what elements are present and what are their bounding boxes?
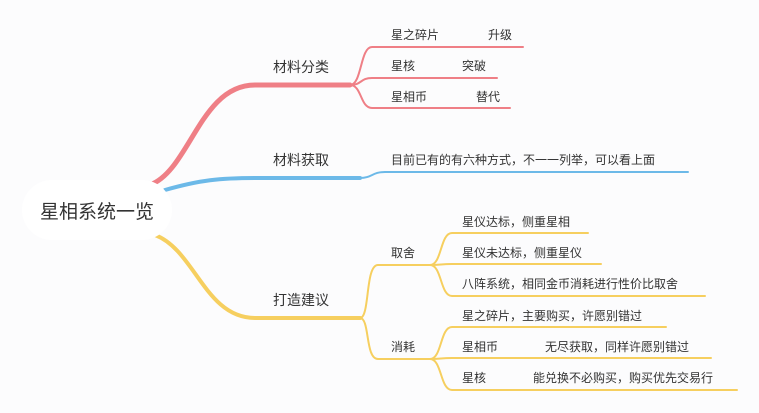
topic-tradeoff-item[interactable]: 八阵系统，相同金币消耗进行性价比取舍 [462,277,679,291]
topic-consume[interactable]: 消耗 [391,340,416,354]
build-branch-lines [153,232,738,391]
topic-consume-item[interactable]: 星之碎片，主要购买，许愿别错过 [462,309,643,323]
root-topic[interactable]: 星相系统一览 [22,180,172,240]
topic-build[interactable]: 打造建议 [273,293,329,309]
topic-consume-item[interactable]: 星核 [462,371,487,385]
topic-materials[interactable]: 材料分类 [273,60,329,76]
topic-material-name[interactable]: 星核 [391,59,416,73]
acquire-branch-lines [163,171,689,192]
topic-consume-item[interactable]: 星相币 [462,340,499,354]
materials-branch-lines [147,46,524,188]
topic-material-note: 替代 [476,90,501,104]
topic-material-note: 升级 [488,28,513,42]
topic-tradeoff[interactable]: 取舍 [391,246,416,260]
topic-acquire-detail[interactable]: 目前已有的有六种方式，不一一列举，可以看上面 [391,153,656,167]
topic-tradeoff-item[interactable]: 星仪达标，侧重星相 [462,215,571,229]
topic-consume-note: 无尽获取，同样许愿别错过 [545,340,690,354]
root-title: 星相系统一览 [39,200,154,223]
topic-material-note: 突破 [462,59,487,73]
topic-tradeoff-item[interactable]: 星仪未达标，侧重星仪 [462,246,583,260]
topic-material-name[interactable]: 星相币 [391,90,428,104]
topic-material-name[interactable]: 星之碎片 [391,28,440,42]
topic-acquire[interactable]: 材料获取 [273,153,329,169]
topic-consume-note: 能兑换不必购买，购买优先交易行 [533,371,714,385]
